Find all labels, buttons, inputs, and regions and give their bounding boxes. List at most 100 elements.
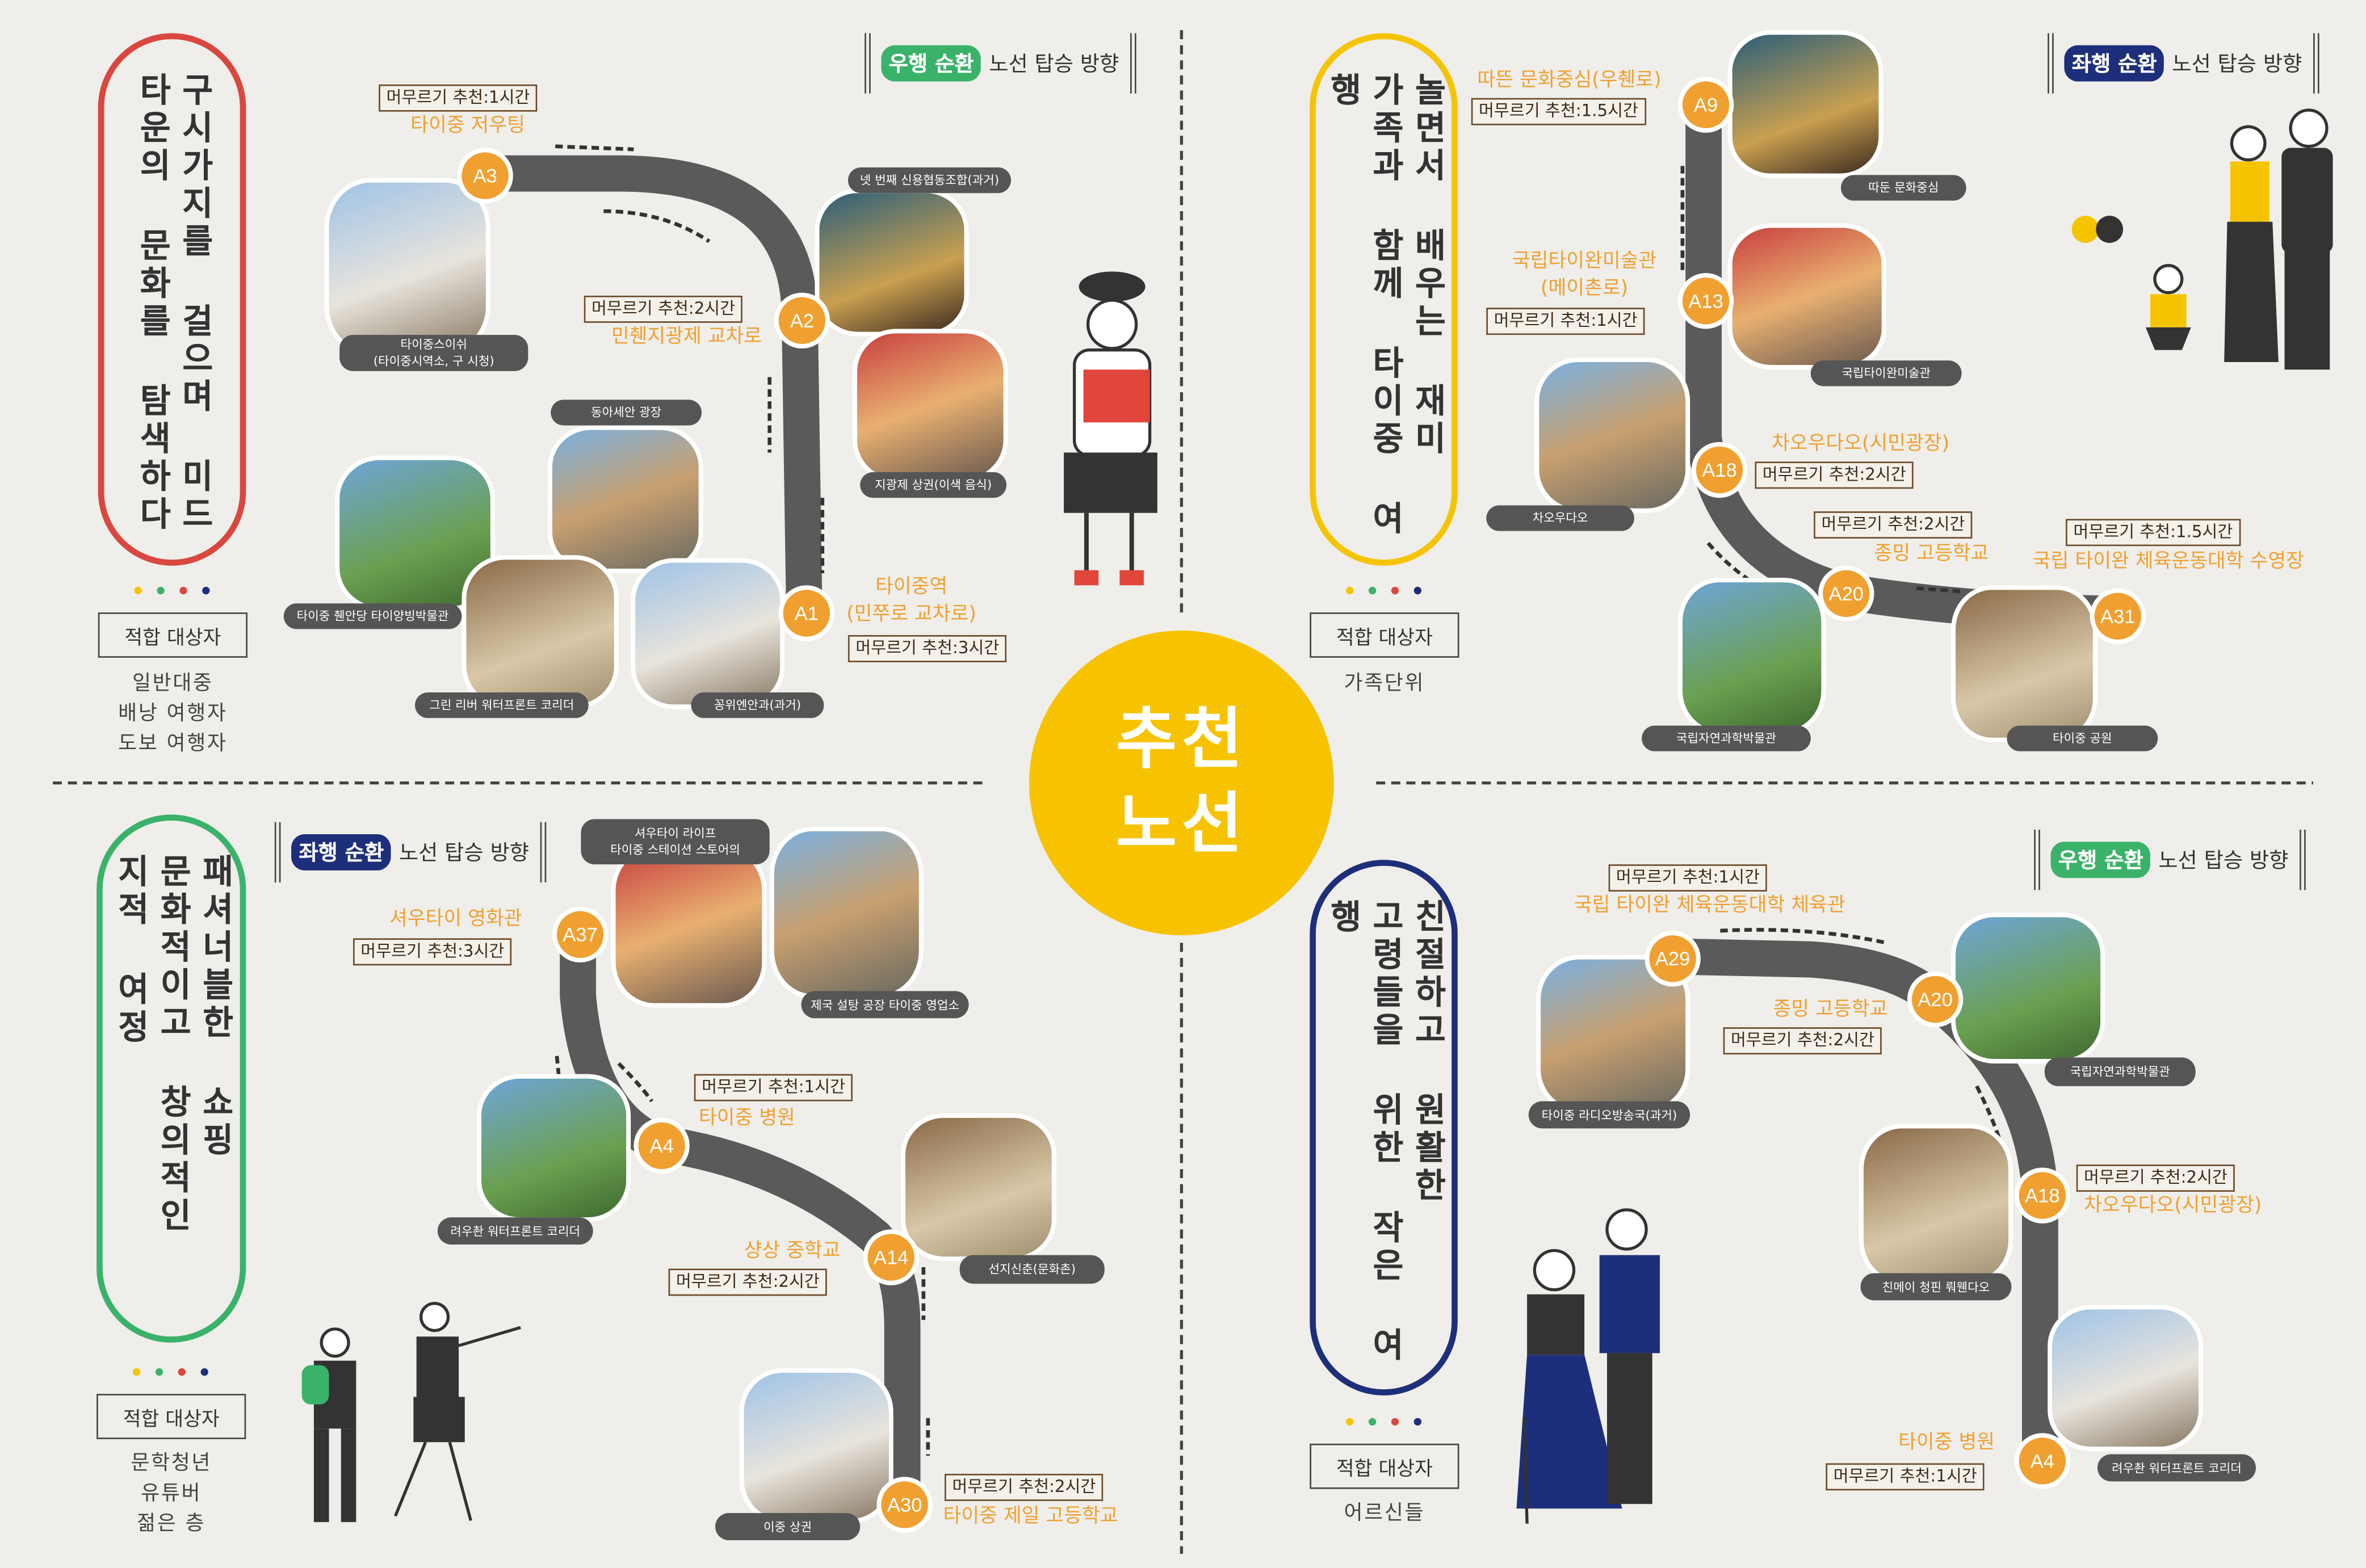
theme-title-line: 고령들을 위한 작은 여행 — [1323, 899, 1404, 1365]
attraction-caption-line: 제국 설탕 공장 타이중 영업소 — [811, 998, 959, 1012]
theme-title-line: 구시가지를 걸으며 미드 — [175, 72, 213, 535]
audience-item: 배낭 여행자 — [118, 701, 228, 726]
stop-name: 국립 타이완 체육운동대학 수영장 — [2033, 549, 2304, 577]
stop-name-line: 타이중 제일 고등학교 — [943, 1505, 1118, 1528]
attraction-caption-line: 넷 번째 신용협동조합(과거) — [859, 173, 1000, 187]
center-title-badge: 추천 노선 — [1029, 630, 1334, 936]
attraction-photo — [1677, 578, 1826, 735]
route-dash — [603, 209, 711, 243]
boarding-direction-text: 노선 탑승 방향 — [398, 842, 529, 866]
stop-name-line: 따뜬 문화중심(우췐로) — [1477, 69, 1662, 93]
audience-item: 일반대중 — [132, 671, 213, 696]
attraction-photo — [900, 1113, 1056, 1262]
stop-marker-a31: A31 — [2090, 588, 2146, 645]
attraction-caption-line: (타이중시역소, 구 시청) — [373, 354, 494, 368]
recommended-stay-box: 머무르기 추천:1시간 — [1826, 1463, 1985, 1491]
recommended-stay-box: 머무르기 추천:2시간 — [584, 296, 743, 323]
audience-label: 적합 대상자 — [1310, 612, 1459, 658]
stop-name-line: 차오우다오(시민광장) — [1771, 432, 1950, 456]
recommended-stay-box: 머무르기 추천:2시간 — [1814, 511, 1973, 539]
attraction-caption: 따둔 문화중심 — [1841, 175, 1966, 201]
attraction-caption: 타이중 공원 — [2007, 725, 2158, 751]
recommended-stay-box: 머무르기 추천:1시간 — [1486, 308, 1645, 335]
attraction-photo — [462, 555, 619, 709]
stop-name-line: 국립 타이완 체육운동대학 체육관 — [1574, 894, 1845, 918]
boarding-direction-text: 노선 탑승 방향 — [989, 53, 1119, 77]
route-dash — [1916, 586, 1962, 594]
recommended-stay-box: 머무르기 추천:2시간 — [1755, 461, 1914, 489]
attraction-caption-line: 타이중 스테이션 스토어의 — [610, 843, 740, 857]
recommended-stay-box: 머무르기 추천:2시간 — [2076, 1165, 2235, 1192]
stop-marker-a4: A4 — [2014, 1433, 2071, 1489]
recommended-stay-box: 머무르기 추천:1시간 — [694, 1074, 853, 1102]
attraction-caption-line: 국립자연과학박물관 — [1676, 732, 1777, 746]
tourists-illustration — [301, 1302, 521, 1523]
theme-title-line: 타운의 문화를 탐색하다 — [132, 72, 171, 535]
stop-name: 타이중 저우팅 — [410, 113, 525, 140]
attraction-caption: 동아세안 광장 — [551, 400, 702, 426]
stop-marker-a9: A9 — [1677, 77, 1734, 133]
attraction-photo — [1534, 357, 1690, 513]
stop-marker-a20: A20 — [1907, 971, 1964, 1028]
stop-name: 샹상 중학교 — [744, 1238, 841, 1266]
route-road — [483, 155, 823, 612]
audience-item: 가족단위 — [1344, 671, 1425, 696]
stop-name: 차오우다오(시민광장) — [1772, 431, 1949, 459]
theme-title-line: 문화적이고 창의적인 — [153, 854, 191, 1236]
family-illustration — [2071, 108, 2333, 370]
boarding-direction-text: 노선 탑승 방향 — [2172, 53, 2302, 77]
attraction-caption: 국립자연과학박물관 — [1642, 725, 1811, 751]
recommended-stay-box: 머무르기 추천:1시간 — [379, 84, 538, 112]
reader-illustration — [1064, 271, 1157, 586]
theme-title-line: 놀면서 배우는 재미 — [1408, 72, 1446, 459]
attraction-caption-line: 이중 상권 — [764, 1520, 812, 1534]
attraction-caption: 타이중 췐안당 타이양빙박물관 — [283, 603, 462, 629]
attraction-caption-line: 려우촨 워터프론트 코리더 — [450, 1224, 581, 1238]
stop-name-line: 셔우타이 영화관 — [389, 908, 522, 931]
recommended-stay-box: 머무르기 추천:1.5시간 — [1471, 98, 1646, 125]
stop-name: 타이중 병원 — [699, 1105, 795, 1133]
audience-label: 적합 대상자 — [97, 1394, 246, 1439]
audience-item: 젊은 층 — [137, 1511, 206, 1536]
stop-marker-a29: A29 — [1645, 931, 1701, 987]
stop-name-line: 타이중역 — [875, 576, 948, 599]
attraction-caption-line: 차오우다오 — [1532, 511, 1588, 526]
stop-marker-a14: A14 — [863, 1229, 919, 1285]
stop-name-line: 국립타이완미술관 — [1512, 250, 1657, 274]
recommended-stay-box: 머무르기 추천:1시간 — [1608, 864, 1768, 892]
stop-marker-a13: A13 — [1677, 273, 1734, 329]
center-title-line: 추천 — [1115, 701, 1247, 779]
attraction-caption-line: 타이중 공원 — [2053, 732, 2112, 746]
decor-dot — [1413, 587, 1422, 595]
stop-name-line: 종밍 고등학교 — [1874, 543, 1989, 566]
stop-marker-a4: A4 — [634, 1117, 690, 1174]
stop-name-line: 타이중 병원 — [1898, 1431, 1995, 1455]
stop-name: 타이중역(민쭈로 교차로) — [846, 575, 976, 629]
attraction-photo — [631, 558, 785, 709]
recommended-stay-box: 머무르기 추천:2시간 — [945, 1474, 1104, 1501]
audience-item: 도보 여행자 — [118, 732, 228, 756]
decor-dot — [1391, 1418, 1399, 1426]
attraction-caption-line: 려우촨 워터프론트 코리더 — [2112, 1461, 2242, 1475]
stop-name: 따뜬 문화중심(우췐로) — [1477, 68, 1661, 95]
route-dash — [1720, 928, 1887, 945]
attraction-photo — [1727, 223, 1886, 370]
attraction-caption: 타이중 라디오방송국(과거) — [1528, 1101, 1690, 1129]
attraction-caption-line: 그린 리버 워터프론트 코리더 — [429, 698, 574, 712]
attraction-caption: 려우촨 워터프론트 코리더 — [2097, 1454, 2256, 1482]
attraction-photo — [852, 329, 1008, 483]
decor-dot — [1391, 587, 1399, 595]
stop-name-line: 차오우다오(시민광장) — [2084, 1195, 2262, 1218]
route-dash — [555, 144, 634, 152]
attraction-caption-line: 국립자연과학박물관 — [2070, 1065, 2170, 1079]
stop-name: 종밍 고등학교 — [1773, 997, 1888, 1024]
decor-dot — [1346, 1418, 1354, 1426]
attraction-caption-line: 타이중 췐안당 타이양빙박물관 — [296, 609, 449, 623]
attraction-caption: 꽁위엔안과(과거) — [691, 692, 824, 718]
